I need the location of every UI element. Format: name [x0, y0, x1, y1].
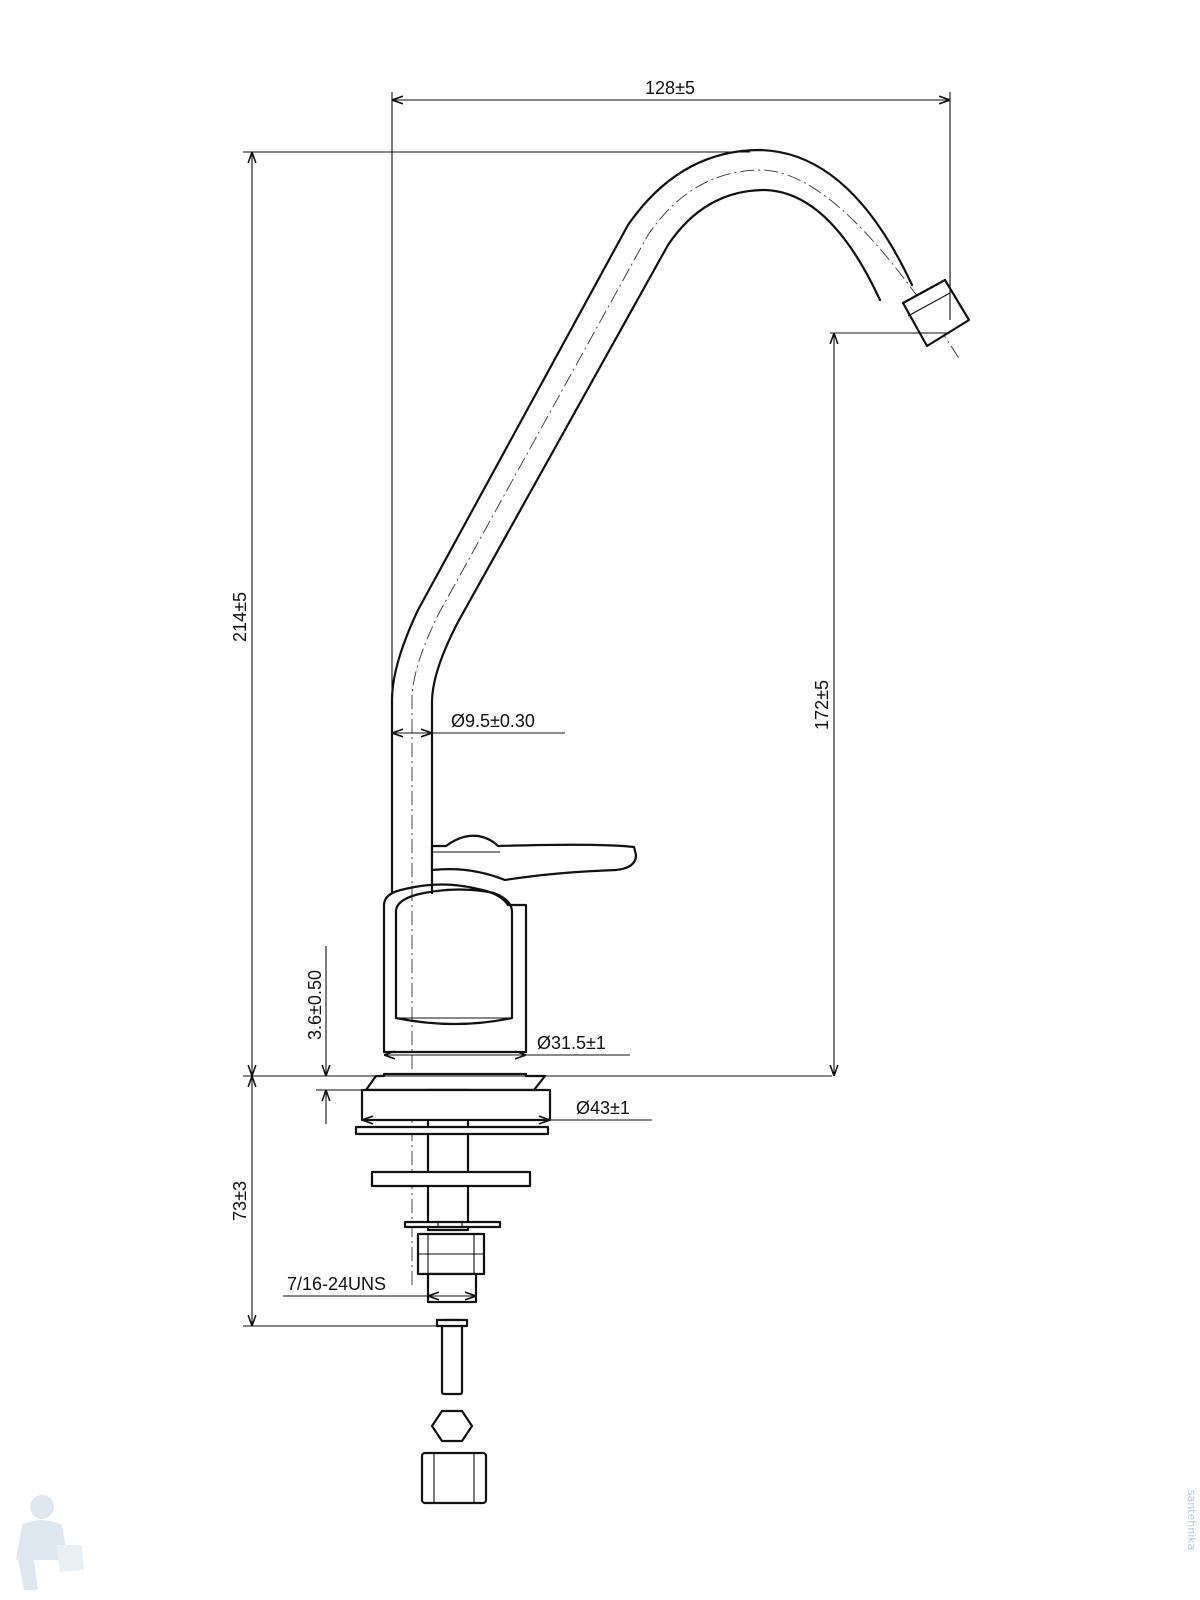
spout-tube [390, 148, 961, 1285]
hex-nut [416, 1232, 486, 1276]
dimension-shank-length: 73±3 [230, 1076, 445, 1327]
dimension-label-thread: 7/16-24UNS [287, 1274, 386, 1294]
dimension-thread: 7/16-24UNS [283, 1274, 476, 1296]
watermark-text: santehnika [1185, 1490, 1198, 1550]
dimension-label-tube-diameter: Ø9.5±0.30 [451, 711, 535, 731]
dimension-total-height: 214±5 [230, 151, 832, 1077]
lever-handle [430, 834, 638, 882]
dimension-tube-diameter: Ø9.5±0.30 [392, 711, 565, 733]
dimension-body-diameter: Ø31.5±1 [384, 1033, 630, 1055]
dimension-label-shank-length: 73±3 [230, 1181, 250, 1221]
ferrule [430, 1409, 474, 1443]
faucet-body [382, 883, 528, 1054]
dimension-label-outlet-height: 172±5 [812, 680, 832, 730]
lock-washer [370, 1170, 532, 1188]
base-washer [360, 1088, 552, 1122]
dimension-label-base-thickness: 3.6±0.50 [305, 970, 325, 1040]
dimension-spout-reach: 128±5 [391, 78, 951, 690]
compression-nut [420, 1451, 488, 1505]
spring-washer [403, 1220, 502, 1229]
threaded-end [426, 1272, 478, 1304]
dimension-base-thickness: 3.6±0.50 [305, 946, 362, 1124]
dimension-label-spout-reach: 128±5 [645, 78, 695, 98]
spout-tip-aerator [901, 278, 971, 348]
mounting-plate [354, 1125, 550, 1136]
dimension-outlet-height: 172±5 [812, 332, 950, 1076]
plumber-mascot-icon [16, 1495, 84, 1590]
insert-tube [435, 1318, 469, 1396]
dimension-base-diameter: Ø43±1 [362, 1098, 652, 1120]
dimension-label-base-diameter: Ø43±1 [576, 1098, 630, 1118]
dimension-label-total-height: 214±5 [230, 592, 250, 642]
dimension-label-body-diameter: Ø31.5±1 [537, 1033, 606, 1053]
